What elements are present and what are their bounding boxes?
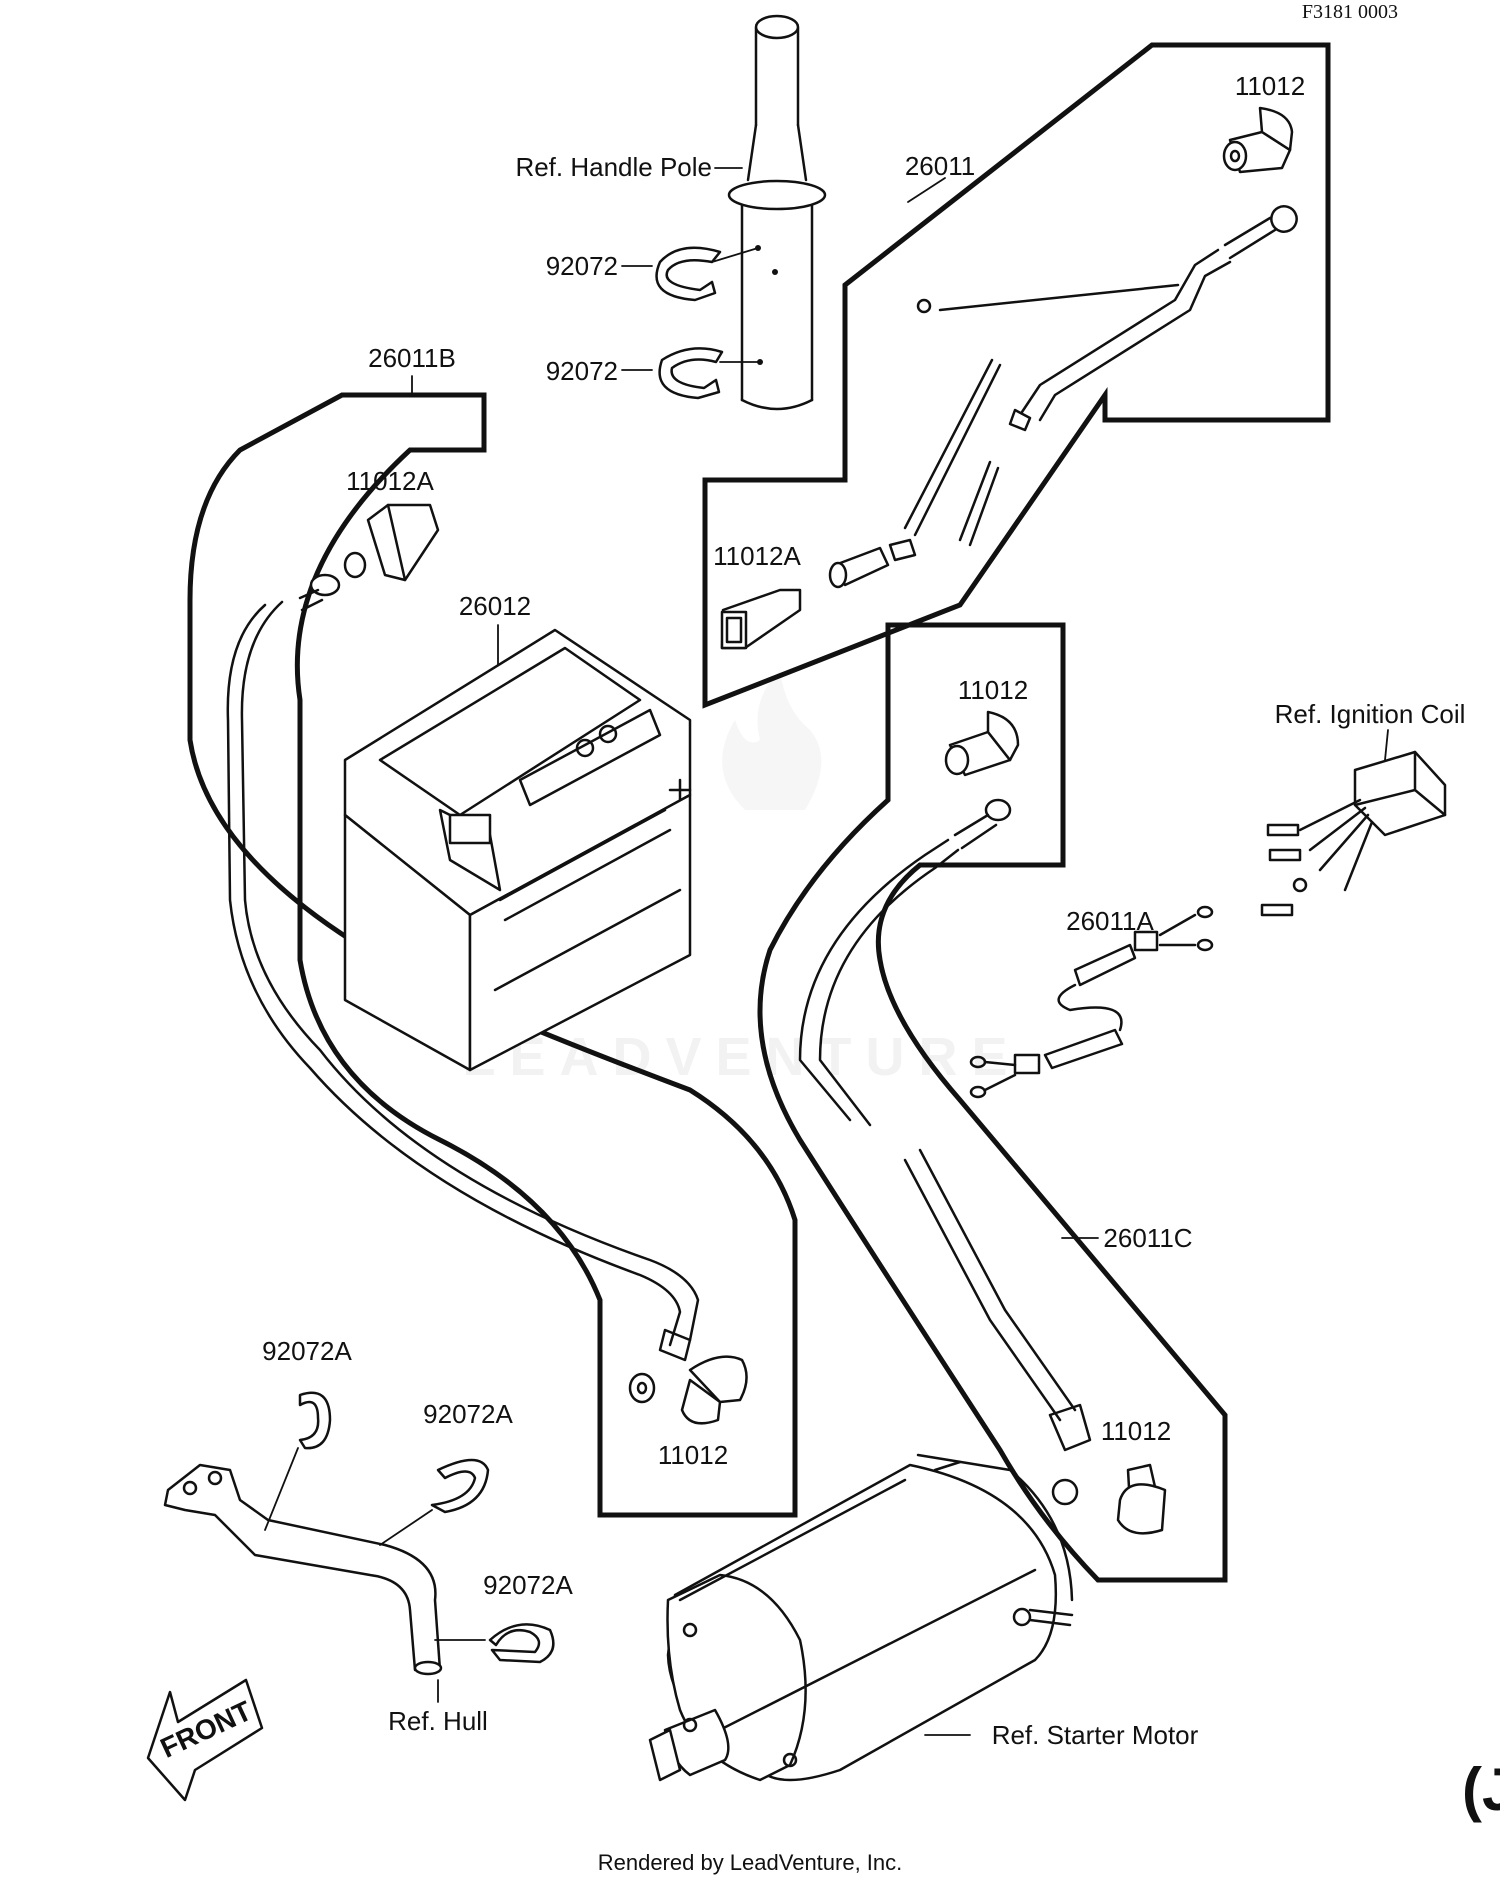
battery-26012 [343,628,692,1072]
label-11012-bottom-left: 11012 [658,1440,728,1470]
label-11012-mid: 11012 [958,675,1028,705]
clamp-92072a-1 [298,1391,332,1450]
clamp-92072-lower [658,347,724,400]
cable-26011 [828,205,1298,589]
label-11012a-left: 11012A [346,466,434,496]
label-26011b: 26011B [368,343,456,373]
label-ref-handle-pole: Ref. Handle Pole [515,152,712,182]
terminal-cap-11012-bottom-left [680,1355,748,1425]
clamp-92072-upper [655,246,722,302]
clamp-92072a-3 [488,1623,555,1664]
hull-bracket [163,1463,443,1676]
label-ref-ignition-coil: Ref. Ignition Coil [1275,699,1466,729]
kit-outline-26011 [702,42,1331,709]
front-direction-arrow: FRONT [146,1678,264,1802]
corner-mark: (J [1462,1756,1500,1823]
terminal-cap-11012-bottom-right [1116,1463,1167,1535]
label-92072a-3: 92072A [483,1570,573,1600]
label-92072a-2: 92072A [423,1399,513,1429]
label-ref-hull: Ref. Hull [388,1706,488,1736]
handle-pole [727,14,827,411]
label-ref-starter-motor: Ref. Starter Motor [992,1720,1199,1750]
starter-motor [648,1453,1074,1782]
label-11012a-mid: 11012A [713,541,801,571]
label-92072a-1: 92072A [262,1336,352,1366]
footer-credit: Rendered by LeadVenture, Inc. [598,1850,903,1875]
terminal-boot-11012a-mid [720,588,802,650]
label-11012-top: 11012 [1235,71,1305,101]
cable-26011b [226,573,700,1404]
label-92072-upper: 92072 [546,251,618,281]
kit-outline-26011c [757,622,1228,1583]
harness-26011a [969,905,1214,1099]
document-code: F3181 0003 [1302,1,1398,23]
terminal-cap-11012-mid [944,710,1020,777]
label-26011: 26011 [905,151,975,181]
label-26011c: 26011C [1103,1223,1192,1253]
cable-26011c [798,798,1092,1506]
clamp-92072a-2 [430,1458,490,1514]
label-11012-bottom-right: 11012 [1101,1416,1171,1446]
terminal-cap-11012-top [1222,106,1294,174]
kit-outline-26011b [187,392,798,1518]
label-26012: 26012 [459,591,531,621]
label-92072-lower: 92072 [546,356,618,386]
ignition-coil [1260,750,1447,917]
label-26011a: 26011A [1066,906,1154,936]
terminal-boot-11012a-left [343,503,440,582]
